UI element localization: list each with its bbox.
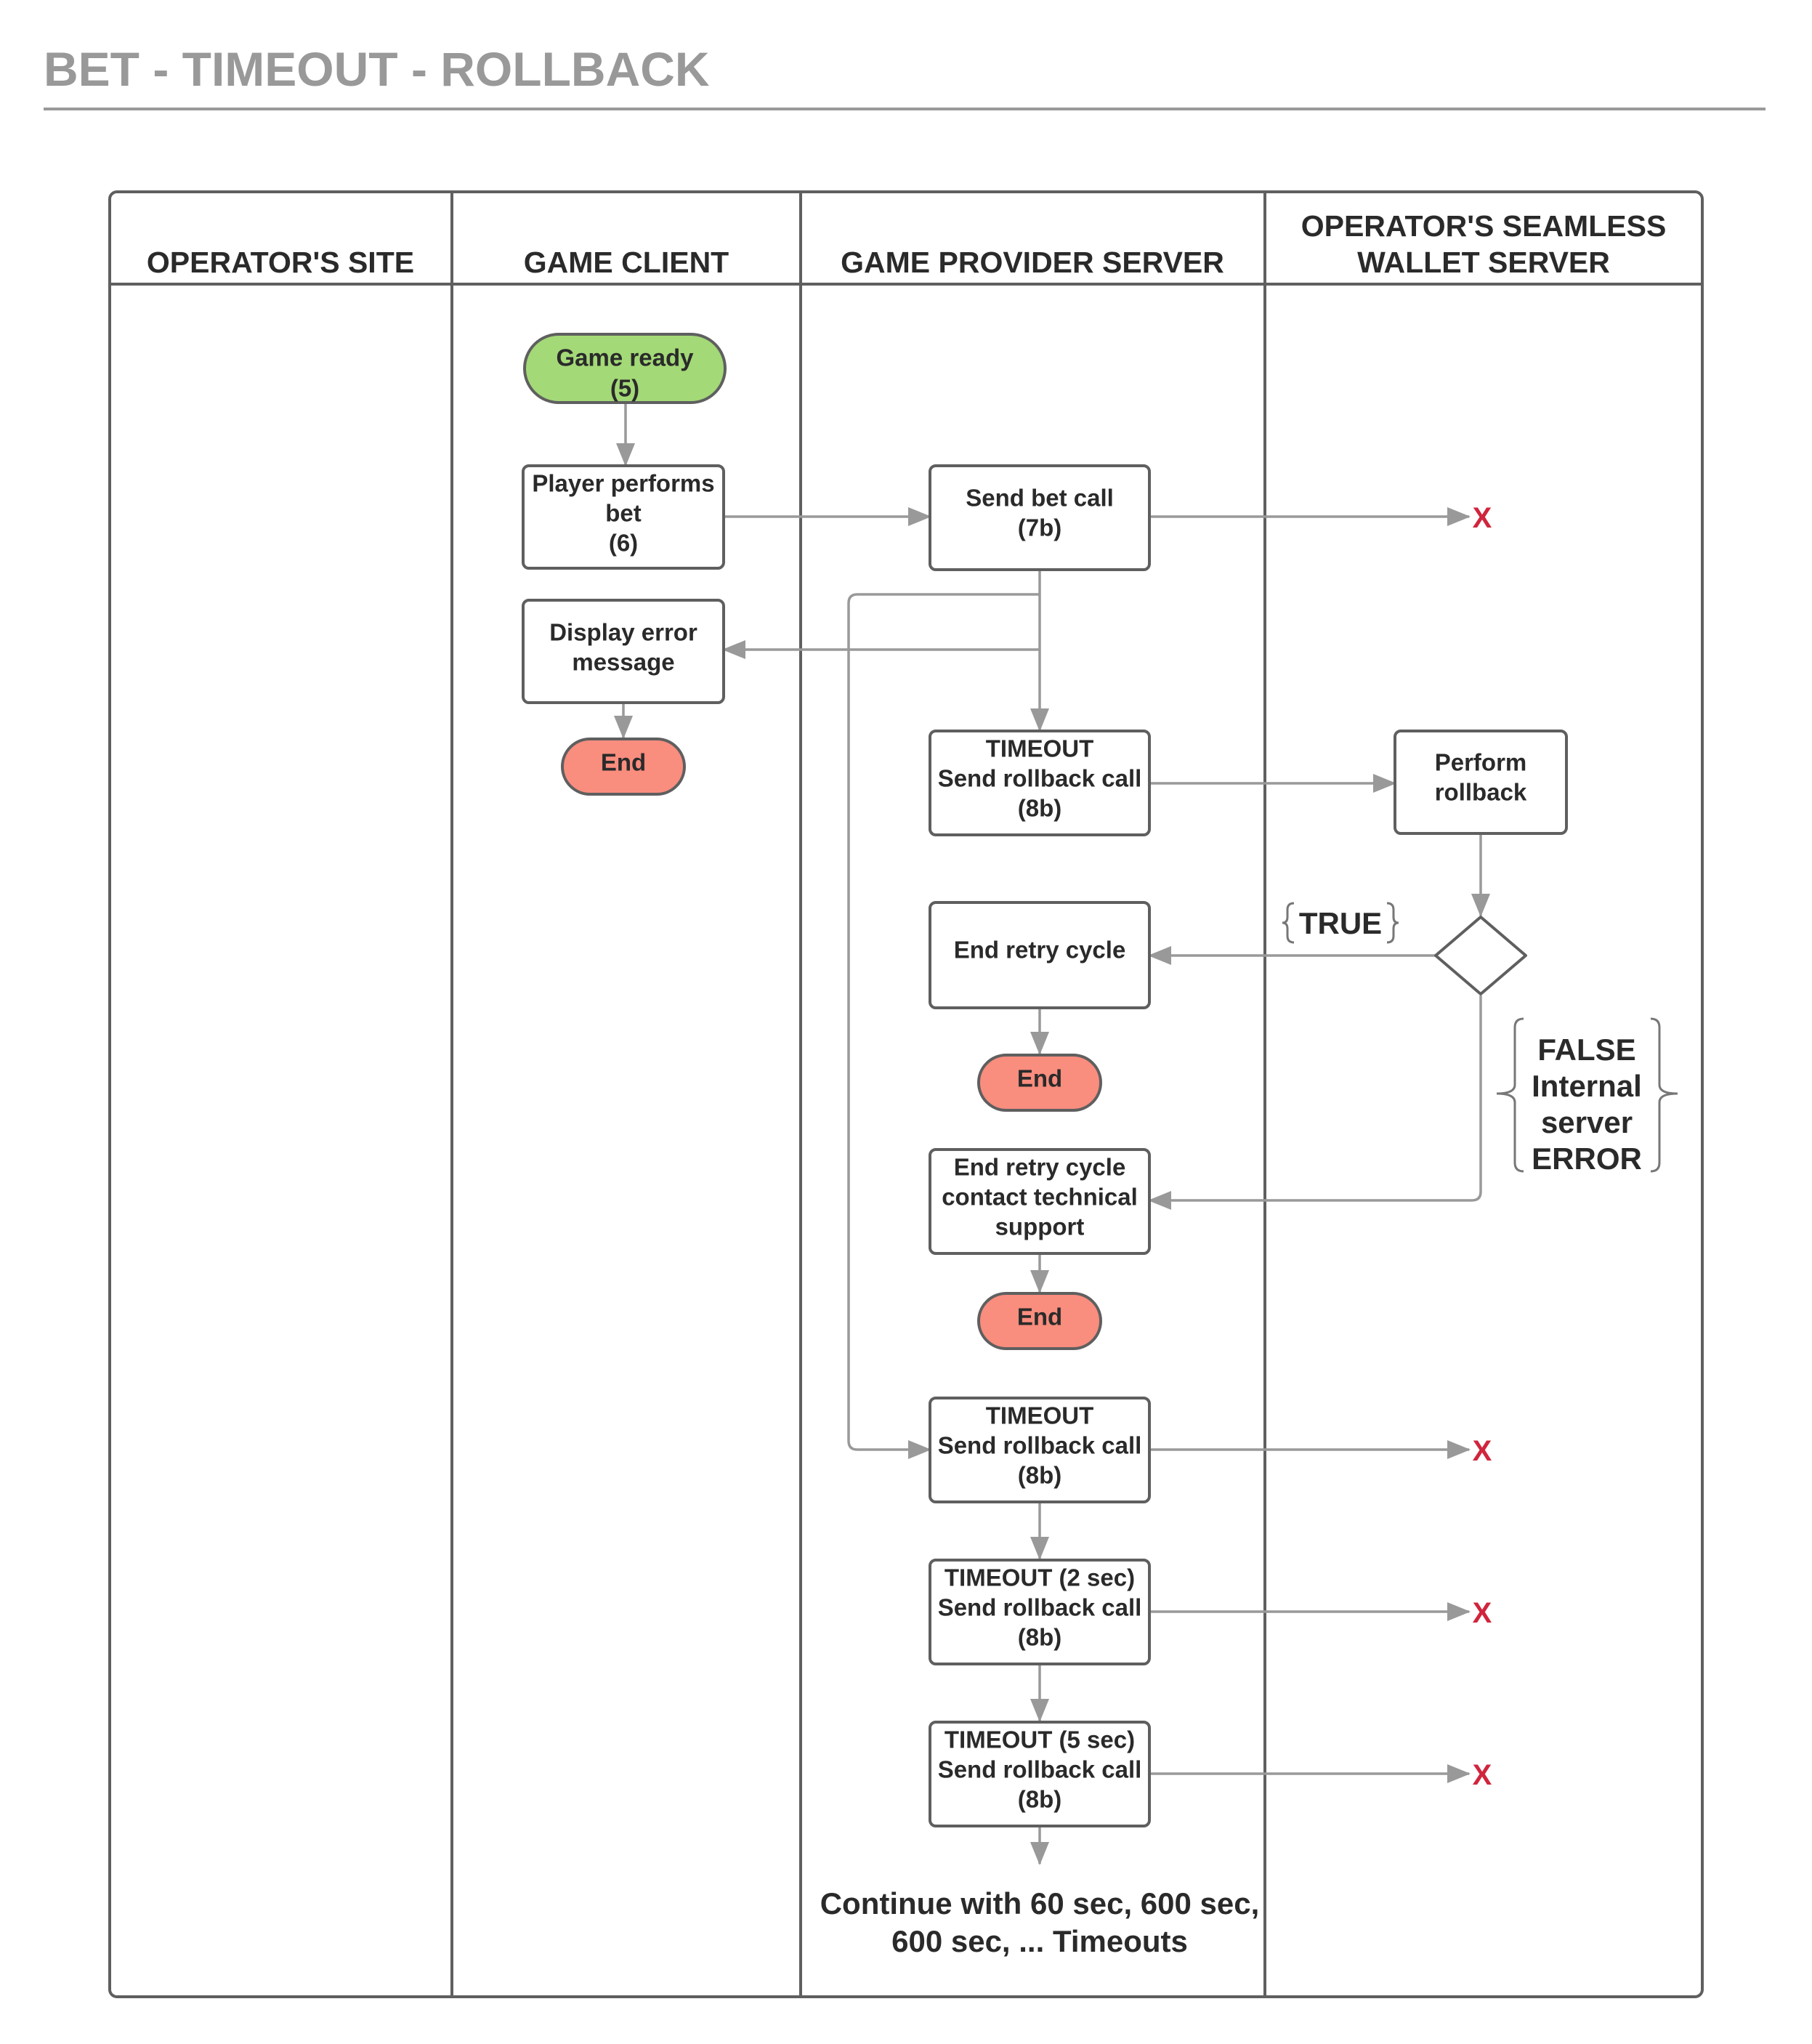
connectors: [614, 404, 1490, 1865]
false-label-line4: ERROR: [1532, 1142, 1642, 1176]
node-player-bet-line1: Player performs: [532, 470, 714, 497]
node-perform-rollback: Perform rollback: [1394, 730, 1568, 835]
lane-header-game-provider-server: GAME PROVIDER SERVER: [841, 246, 1224, 279]
lane-header-operator-site: OPERATOR'S SITE: [147, 246, 414, 279]
lane-header-wallet-line2: WALLET SERVER: [1357, 246, 1610, 279]
node-display-error-line1: Display error: [549, 619, 697, 646]
node-game-ready-line1: Game ready: [557, 344, 695, 371]
node-send-bet-call: Send bet call (7b): [929, 464, 1151, 571]
node-support-line2: contact technical: [942, 1184, 1138, 1211]
arrow-to-timeout2: [847, 593, 1040, 1459]
node-timeout2-line2: Send rollback call: [938, 1432, 1142, 1459]
node-end-retry-support: End retry cycle contact technical suppor…: [929, 1148, 1151, 1255]
end-terminator: [977, 1054, 1102, 1112]
node-support-line1: End retry cycle: [954, 1154, 1126, 1181]
continue-note-line1: Continue with 60 sec, 600 sec,: [820, 1886, 1260, 1920]
end-terminator: [561, 738, 686, 796]
lane-header-wallet-line1: OPERATOR'S SEAMLESS: [1301, 209, 1667, 243]
fail-x-icon: X: [1473, 1435, 1492, 1467]
arrow-false-branch: [1148, 995, 1482, 1210]
true-branch-label: TRUE: [1282, 902, 1399, 944]
brace-right-icon: [1650, 1017, 1678, 1173]
node-game-ready-line2: (5): [610, 375, 639, 402]
node-end-server-1: End: [977, 1054, 1102, 1112]
decision-diamond: [1434, 916, 1527, 995]
node-end-server-2-label: End: [1017, 1304, 1062, 1330]
start-terminator: [523, 333, 727, 404]
node-support-line3: support: [995, 1213, 1085, 1240]
node-player-bet-line2: bet: [605, 500, 642, 527]
node-display-error-line2: message: [572, 649, 674, 676]
node-timeout2-line1: TIMEOUT: [986, 1402, 1093, 1429]
brace-left-icon: [1496, 1017, 1524, 1173]
node-timeout1-line1: TIMEOUT: [986, 735, 1093, 762]
lane-header-game-client: GAME CLIENT: [524, 246, 729, 279]
node-timeout1-line2: Send rollback call: [938, 765, 1142, 792]
false-branch-label: FALSE Internal server ERROR: [1496, 1017, 1678, 1176]
node-timeout3-line1: TIMEOUT (2 sec): [945, 1564, 1135, 1591]
swimlane-frame: [108, 190, 1704, 1998]
brace-left-icon: [1282, 902, 1295, 944]
node-player-performs-bet: Player performs bet (6): [522, 464, 725, 570]
node-game-ready: Game ready (5): [523, 333, 727, 404]
node-end-retry-cycle-label: End retry cycle: [954, 937, 1126, 964]
true-label: TRUE: [1299, 906, 1382, 940]
false-label-line3: server: [1541, 1105, 1633, 1139]
node-end-server-2: End: [977, 1292, 1102, 1350]
node-end-client: End: [561, 738, 686, 796]
fail-x-icon: X: [1473, 1597, 1492, 1629]
node-timeout-rollback-1: TIMEOUT Send rollback call (8b): [929, 730, 1151, 836]
end-terminator: [977, 1292, 1102, 1350]
continue-note-line2: 600 sec, ... Timeouts: [891, 1924, 1188, 1958]
node-timeout-rollback-2: TIMEOUT Send rollback call (8b): [929, 1397, 1151, 1503]
node-timeout4-line1: TIMEOUT (5 sec): [945, 1726, 1135, 1753]
node-timeout3-line2: Send rollback call: [938, 1594, 1142, 1621]
false-label-line1: FALSE: [1537, 1033, 1635, 1067]
node-send-bet-line2: (7b): [1018, 514, 1062, 541]
node-send-bet-line1: Send bet call: [966, 485, 1114, 512]
node-display-error: Display error message: [522, 599, 725, 704]
false-label-line2: Internal: [1532, 1069, 1642, 1103]
fail-x-icon: X: [1473, 502, 1492, 534]
node-timeout-rollback-3: TIMEOUT (2 sec) Send rollback call (8b): [929, 1559, 1151, 1665]
fail-x-icon: X: [1473, 1759, 1492, 1791]
diagram-title: BET - TIMEOUT - ROLLBACK: [44, 42, 710, 96]
node-perform-rollback-line1: Perform: [1435, 749, 1527, 776]
node-end-server-1-label: End: [1017, 1065, 1062, 1092]
node-timeout4-line3: (8b): [1018, 1786, 1062, 1813]
node-timeout1-line3: (8b): [1018, 795, 1062, 822]
node-perform-rollback-line2: rollback: [1435, 779, 1527, 806]
node-timeout4-line2: Send rollback call: [938, 1756, 1142, 1783]
node-timeout3-line3: (8b): [1018, 1624, 1062, 1651]
node-timeout-rollback-4: TIMEOUT (5 sec) Send rollback call (8b): [929, 1721, 1151, 1827]
brace-right-icon: [1386, 902, 1399, 944]
node-end-retry-cycle: End retry cycle: [929, 901, 1151, 1009]
node-end-client-label: End: [601, 749, 646, 776]
node-player-bet-line3: (6): [609, 530, 638, 557]
node-timeout2-line3: (8b): [1018, 1462, 1062, 1489]
